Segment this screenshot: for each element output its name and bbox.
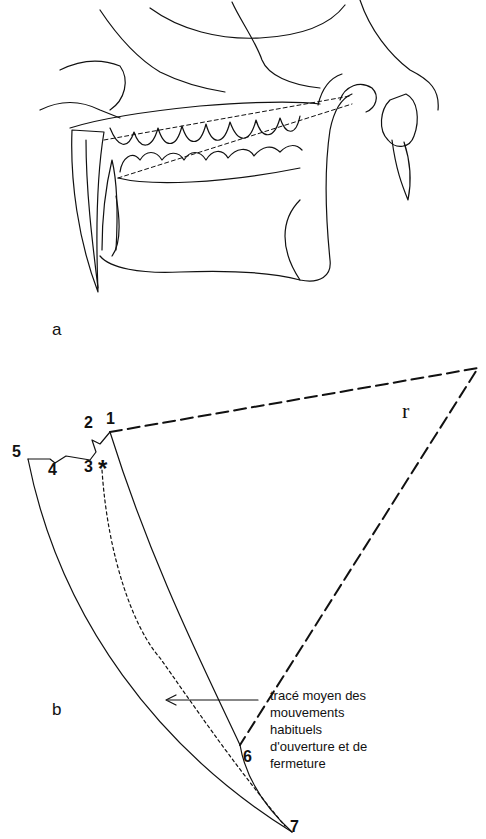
angle-label: r [402, 398, 409, 423]
annotation: tracé moyen des mouvements habituels d'o… [270, 688, 388, 772]
point-number: 1 [106, 410, 115, 428]
panel-letter: a [52, 320, 61, 340]
point-number: 2 [84, 414, 93, 432]
point-number: 6 [243, 748, 252, 766]
panel-letter: b [52, 700, 61, 720]
asterisk-mark: * [98, 455, 107, 483]
point-number: 7 [290, 818, 299, 836]
point-number: 4 [48, 461, 57, 479]
point-number: 5 [12, 443, 21, 461]
point-number: 3 [84, 458, 93, 476]
